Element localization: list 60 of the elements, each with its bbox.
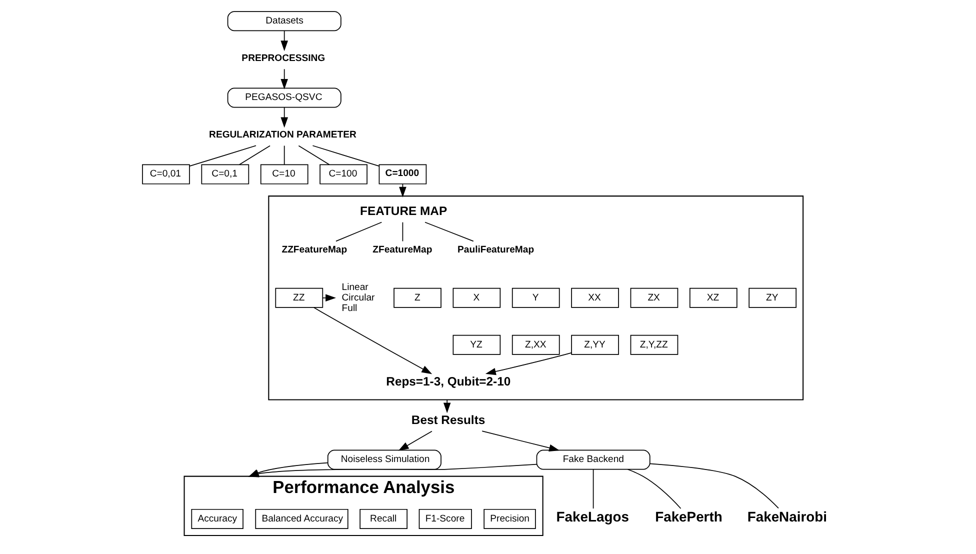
connector [336, 222, 382, 242]
node-box: Z,YY [571, 334, 619, 355]
connector [649, 463, 779, 509]
arrow [280, 107, 288, 128]
node-text: ZZFeatureMap [282, 244, 348, 256]
connector [284, 145, 285, 166]
node-box: F1-Score [418, 508, 472, 529]
arrow [398, 430, 432, 451]
node-text: PauliFeatureMap [458, 244, 534, 256]
node-box: PEGASOS-QSVC [227, 88, 342, 108]
node-text: FEATURE MAP [360, 204, 448, 218]
arrow [485, 352, 572, 376]
node-text: Linear Circular Full [342, 282, 375, 314]
node-box: XZ [689, 288, 738, 308]
node-box: Balanced Accuracy [255, 508, 348, 529]
arrow [322, 294, 336, 302]
connector [189, 145, 256, 167]
arrow [280, 68, 288, 90]
node-box: XX [571, 288, 619, 308]
arrow [313, 307, 432, 374]
node-box: Z [394, 288, 442, 308]
node-box: Accuracy [191, 508, 244, 529]
connector [424, 222, 474, 242]
node-box: ZX [630, 288, 678, 308]
node-text: Reps=1-3, Qubit=2-10 [386, 374, 511, 389]
node-box: Datasets [227, 11, 342, 32]
node-text: Best Results [411, 412, 486, 427]
node-box: Fake Backend [536, 450, 650, 470]
connector [402, 222, 404, 242]
node-text: PREPROCESSING [242, 52, 326, 64]
node-box: Noiseless Simulation [327, 450, 442, 470]
node-box: C=100 [320, 164, 368, 184]
node-box: Precision [484, 508, 536, 529]
node-box: C=10 [260, 164, 308, 184]
node-box: C=1000 [378, 164, 427, 184]
node-box: ZY [748, 288, 797, 308]
node-text: REGULARIZATION PARAMETER [209, 130, 356, 141]
node-box: ZZ [275, 288, 324, 308]
arrow [443, 399, 451, 414]
connector [238, 145, 270, 166]
node-text: FakeLagos [556, 508, 629, 524]
connector [312, 145, 380, 167]
arrow [399, 184, 406, 198]
connector [592, 468, 594, 509]
node-box: Z,XX [512, 334, 560, 355]
arrow [280, 30, 288, 52]
node-text: FakePerth [655, 508, 722, 524]
connector [298, 145, 330, 166]
node-box: X [452, 288, 501, 308]
node-box: Recall [360, 508, 408, 529]
connector [627, 468, 682, 509]
node-text: FakeNairobi [747, 508, 827, 524]
node-text: ZFeatureMap [372, 244, 432, 256]
cluster [268, 196, 804, 400]
node-box: C=0,01 [142, 164, 190, 184]
arrow [482, 430, 560, 452]
node-box: C=0,1 [201, 164, 250, 184]
node-box: YZ [452, 334, 501, 355]
node-box: Z,Y,ZZ [630, 334, 678, 355]
node-box: Y [512, 288, 560, 308]
